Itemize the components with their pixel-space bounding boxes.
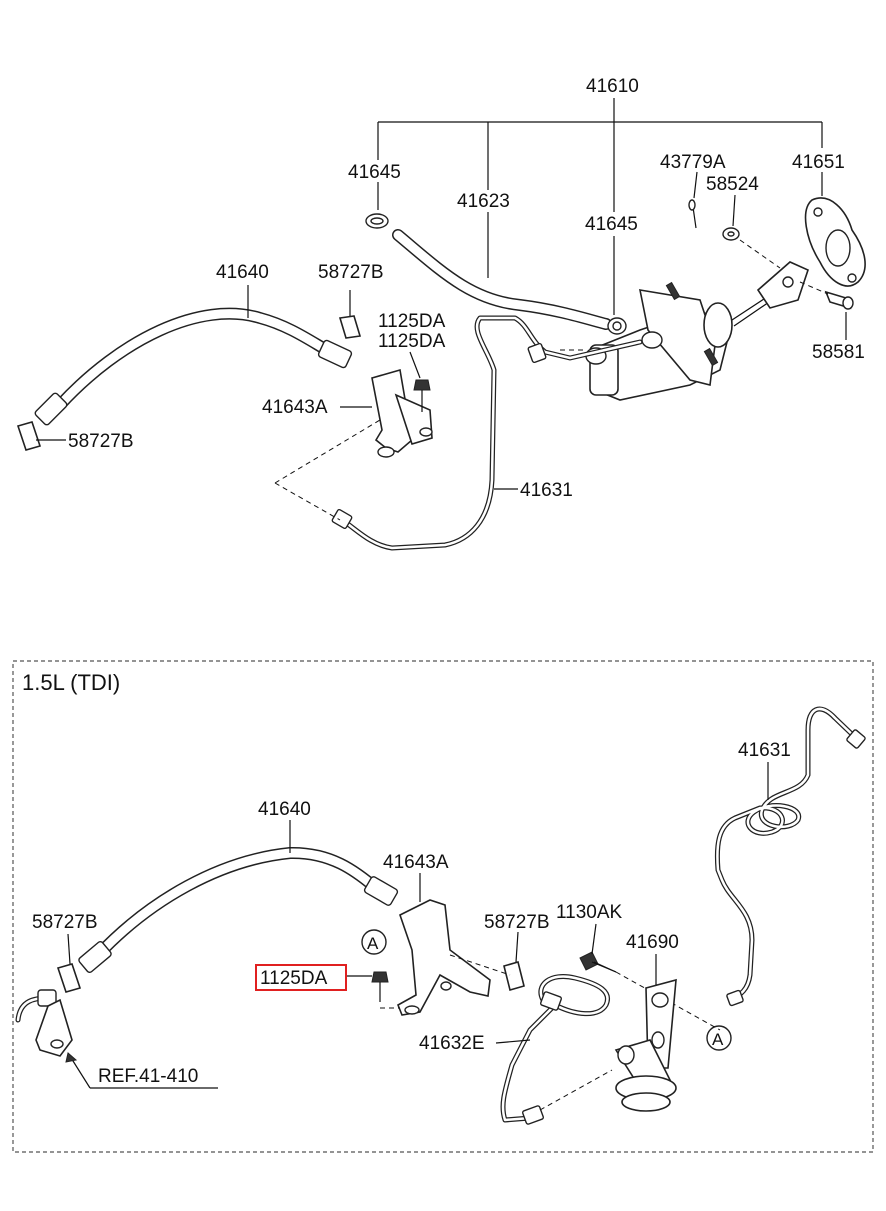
marker-a-left-text: A xyxy=(367,934,379,953)
clevis-yoke xyxy=(739,239,809,309)
clip-58727B-variant-right xyxy=(449,931,525,991)
pipe-41631-coil xyxy=(714,706,866,1007)
label-41610: 41610 xyxy=(586,76,639,97)
clip-58727B-top-a xyxy=(338,290,362,339)
bracket-41643A-top xyxy=(340,368,433,458)
label-41631: 41631 xyxy=(738,740,791,761)
marker-a-right: A xyxy=(706,1025,732,1051)
label-41632E: 41632E xyxy=(419,1033,485,1054)
bracket-41643A-variant xyxy=(396,873,491,1016)
ref-fitting xyxy=(15,989,218,1089)
label-41690: 41690 xyxy=(626,932,679,953)
label-41640: 41640 xyxy=(258,799,311,820)
damper-hose-41623 xyxy=(392,212,612,330)
label-41631-top: 41631 xyxy=(520,480,573,501)
hose-41640-top xyxy=(34,285,353,426)
washer-58524 xyxy=(722,194,740,241)
label-41645-a: 41645 xyxy=(348,162,401,183)
label-58524: 58524 xyxy=(706,174,759,195)
label-41643A-top: 41643A xyxy=(262,397,328,418)
highlight-1125DA xyxy=(255,964,347,991)
label-58581: 58581 xyxy=(812,342,865,363)
bolt-1130AK xyxy=(579,923,721,1031)
variant-title: 1.5L (TDI) xyxy=(22,670,120,695)
label-58727B-top-a: 58727B xyxy=(318,262,384,283)
label-41640-top: 41640 xyxy=(216,262,269,283)
label-41643A: 41643A xyxy=(383,852,449,873)
variant-labels: 41631 41640 41643A 58727B 58727B 1130AK … xyxy=(32,740,791,1087)
hose-clamp-41645-left xyxy=(365,182,389,229)
master-cylinder-41610 xyxy=(585,281,773,401)
clip-58727B-top-b xyxy=(16,421,66,451)
label-43779A: 43779A xyxy=(660,152,726,173)
top-labels: 41610 41645 41623 43779A 41651 58524 416… xyxy=(68,76,865,501)
clip-58727B-variant-left xyxy=(56,933,82,993)
gasket-41651 xyxy=(804,172,866,287)
hose-41640-variant xyxy=(78,820,399,974)
top-assembly: 41610 41645 41623 43779A 41651 58524 416… xyxy=(16,76,866,551)
bolt-1125DA-variant xyxy=(346,971,400,1009)
label-58727B-a: 58727B xyxy=(32,912,98,933)
bolt-1125DA-top xyxy=(409,351,431,412)
marker-a-left: A xyxy=(361,929,387,955)
label-1125DA-b: 1125DA xyxy=(378,331,446,352)
variant-frame xyxy=(12,660,874,1153)
label-ref: REF.41-410 xyxy=(98,1066,198,1087)
variant-section: 1.5L (TDI) A xyxy=(12,660,874,1153)
label-1125DA-a: 1125DA xyxy=(378,311,446,332)
label-58727B-b: 58727B xyxy=(484,912,550,933)
pipe-41632E xyxy=(495,974,610,1125)
label-41651: 41651 xyxy=(792,152,845,173)
label-1125DA: 1125DA xyxy=(260,968,328,989)
label-58727B-top-b: 58727B xyxy=(68,431,134,452)
marker-a-right-text: A xyxy=(712,1030,724,1049)
hose-clamp-41645-right xyxy=(607,236,627,335)
label-1130AK: 1130AK xyxy=(556,902,623,923)
label-41623: 41623 xyxy=(457,191,510,212)
leader-41610 xyxy=(377,98,823,212)
slave-cylinder-41690 xyxy=(539,954,677,1112)
label-41645-b: 41645 xyxy=(585,214,638,235)
split-pin-43779A xyxy=(688,171,698,229)
pin-58581 xyxy=(799,281,854,340)
pipe-41631-top xyxy=(274,315,643,551)
